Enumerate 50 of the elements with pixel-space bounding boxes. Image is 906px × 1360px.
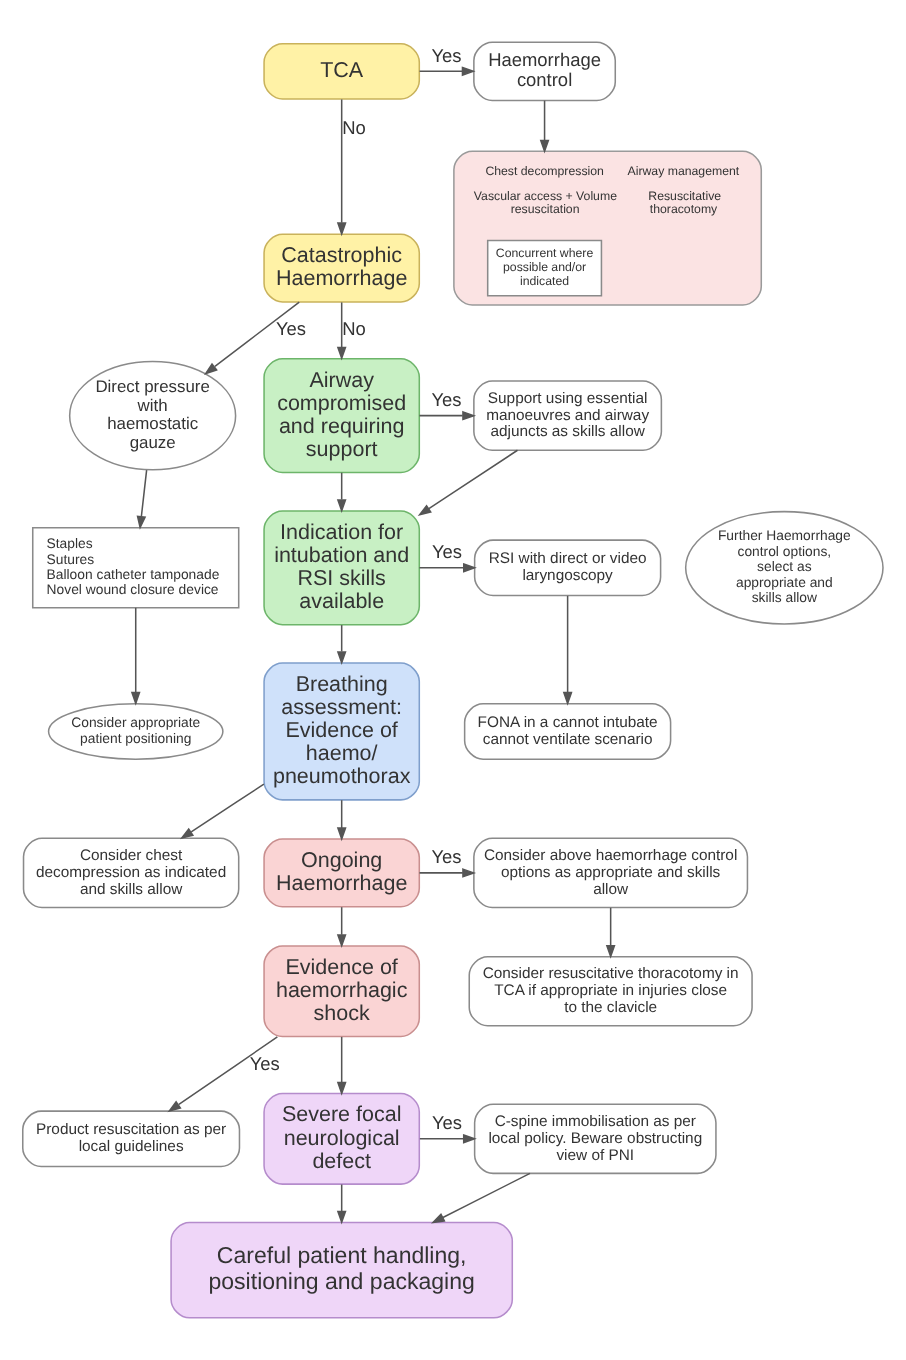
arrow [167, 1036, 279, 1113]
edge-label: No [342, 117, 366, 138]
arrow [179, 783, 265, 840]
arrow [136, 469, 148, 530]
node-box: Severe focal neurological defect [263, 1092, 421, 1185]
arrow [418, 66, 476, 77]
node-box: Careful patient handling, positioning and packaging [170, 1221, 514, 1319]
edge-label: Yes [431, 541, 463, 562]
arrow [130, 607, 141, 706]
arrow [562, 595, 573, 706]
node-box: Support using essential manoeuvres and airway adjuncts as skills allow [473, 380, 663, 451]
arrow [336, 624, 347, 666]
arrow [605, 907, 616, 959]
edge-label: Yes [431, 1112, 463, 1133]
node-box: Ongoing Haemorrhage [263, 838, 421, 908]
arrow [203, 301, 301, 375]
arrow [336, 471, 347, 514]
arrow [419, 1133, 477, 1144]
arrow [336, 98, 347, 237]
edge-label: Yes [431, 389, 462, 410]
node-box: Airway compromised and requiring support [263, 358, 421, 474]
node-box: Consider chest decompression as indicated and skills allow [22, 837, 240, 909]
edge-label: Yes [275, 319, 307, 340]
arrow [418, 868, 477, 878]
node-box: TCA [263, 42, 421, 100]
node-box: FONA in a cannot intubate cannot ventilate scenario [463, 703, 672, 760]
arrow [336, 906, 347, 949]
node-box: Haemorrhage control [473, 41, 617, 102]
node-box: Indication for intubation and RSI skills available [263, 510, 421, 626]
node-box: Catastrophic Haemorrhage [263, 233, 421, 303]
arrow [539, 99, 550, 154]
arrow [430, 1172, 531, 1224]
arrow [336, 799, 347, 842]
arrow [417, 449, 519, 517]
node-box: Consider above haemorrhage control options as appropriate and skills allow [473, 837, 749, 909]
arrow [336, 1183, 347, 1225]
edge-label: No [342, 319, 366, 340]
arrow [418, 562, 477, 573]
node-box: Breathing assessment: Evidence of haemo/ pneumothorax [263, 662, 421, 801]
node-box: Evidence of haemorrhagic shock [263, 945, 421, 1038]
edge-label: Yes [431, 45, 462, 66]
node-box: RSI with direct or video laryngoscopy [473, 539, 662, 597]
node-box: Product resuscitation as per local guidelines [22, 1110, 241, 1168]
node-box: C-spine immobilisation as per local policy. Beware obstructing view of PNI [473, 1103, 717, 1175]
arrow [418, 410, 477, 421]
edge-label: Yes [249, 1053, 280, 1074]
edge-label: Yes [431, 847, 462, 868]
node-box: Consider resuscitative thoracotomy in TCA if appropriate in injuries close to the clavicle [468, 955, 753, 1027]
arrow [336, 1036, 347, 1096]
arrow [336, 301, 347, 361]
